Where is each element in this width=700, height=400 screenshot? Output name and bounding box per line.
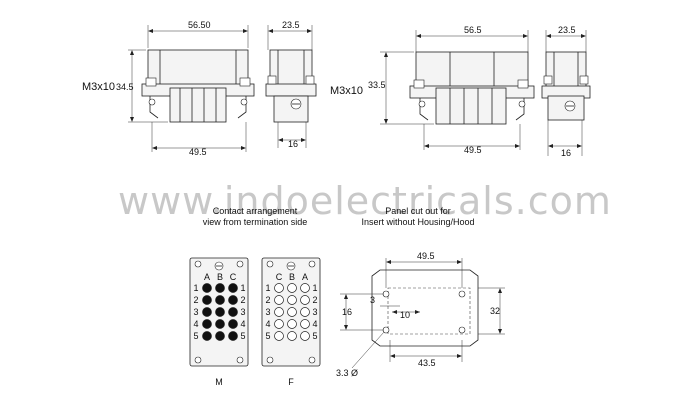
male-row-label: 2 — [193, 295, 198, 305]
male-row-label: 5 — [193, 331, 198, 341]
dim-screw: M3x10 — [82, 81, 115, 93]
male-contact — [228, 307, 238, 317]
right-front-view: 56.5 M3x10 33.5 49.5 — [330, 25, 535, 155]
female-row-label: 4 — [265, 319, 270, 329]
dim-side-depth-r: 16 — [561, 148, 571, 158]
female-contact — [300, 307, 310, 317]
male-contact — [202, 295, 212, 305]
male-col-b: B — [217, 272, 223, 282]
female-contact — [274, 319, 284, 329]
female-col-a: A — [302, 272, 308, 282]
dim-base-r: 49.5 — [464, 145, 482, 155]
female-contact — [287, 331, 297, 341]
male-row-labels: 1 1 2 2 3 3 4 4 5 5 — [193, 283, 245, 341]
female-contact — [300, 331, 310, 341]
male-contact — [202, 307, 212, 317]
female-row-label: 2 — [312, 295, 317, 305]
female-insert: C B A 1 1 2 2 3 3 4 4 5 5 — [261, 257, 321, 367]
dim-width: 56.50 — [188, 20, 211, 30]
female-row-label: 1 — [265, 283, 270, 293]
dim-width-r: 56.5 — [464, 25, 482, 35]
male-contact — [202, 331, 212, 341]
male-row-label: 5 — [240, 331, 245, 341]
male-row-label: 4 — [193, 319, 198, 329]
male-contact — [215, 283, 225, 293]
panel-hole-dim: 3.3 Ø — [336, 368, 358, 378]
panel-caption-line2: Insert without Housing/Hood — [361, 217, 474, 227]
male-col-a: A — [204, 272, 210, 282]
female-contact — [300, 319, 310, 329]
female-contact — [287, 319, 297, 329]
male-contact — [228, 295, 238, 305]
male-row-label: 1 — [240, 283, 245, 293]
female-row-label: 5 — [312, 331, 317, 341]
male-contact — [202, 283, 212, 293]
dim-screw-r: M3x10 — [330, 85, 363, 97]
panel-dim-right: 32 — [490, 306, 500, 316]
male-insert: A B C 1 1 2 2 3 3 4 4 5 5 — [189, 257, 249, 367]
male-row-label: 4 — [240, 319, 245, 329]
female-contact — [300, 283, 310, 293]
panel-dim-inner-b: 10 — [400, 310, 410, 320]
female-contact — [274, 295, 284, 305]
left-front-view: 56.50 M3x10 34.5 49.5 — [82, 20, 255, 157]
male-contact — [215, 331, 225, 341]
watermark: www.indoelectricals.com — [118, 179, 612, 223]
male-contact — [215, 319, 225, 329]
female-label: F — [288, 377, 294, 387]
dim-base: 49.5 — [189, 147, 207, 157]
male-contact — [228, 283, 238, 293]
panel-dim-left: 16 — [342, 307, 352, 317]
male-contact — [202, 319, 212, 329]
dim-side-width: 23.5 — [282, 20, 300, 30]
panel-cutout: 49.5 16 32 3 10 43.5 3.3 Ø — [336, 251, 505, 378]
female-contact — [274, 307, 284, 317]
female-row-label: 5 — [265, 331, 270, 341]
female-row-label: 4 — [312, 319, 317, 329]
female-contact — [287, 295, 297, 305]
female-pin-grid — [274, 283, 310, 341]
male-row-label: 1 — [193, 283, 198, 293]
dim-side-depth: 16 — [288, 139, 298, 149]
male-contact — [215, 295, 225, 305]
female-contact — [300, 295, 310, 305]
panel-dim-bottom: 43.5 — [418, 358, 436, 368]
contact-caption-line2: view from termination side — [203, 217, 308, 227]
left-side-view: 23.5 16 — [265, 20, 317, 149]
contact-caption-line1: Contact arrangement — [213, 206, 298, 216]
male-contact — [215, 307, 225, 317]
right-side-view: 23.5 16 — [541, 25, 591, 158]
male-row-label: 3 — [193, 307, 198, 317]
female-row-label: 3 — [265, 307, 270, 317]
female-contact — [274, 331, 284, 341]
male-col-c: C — [230, 272, 237, 282]
dim-height: 34.5 — [116, 82, 134, 92]
female-contact — [274, 283, 284, 293]
female-row-label: 3 — [312, 307, 317, 317]
dim-side-width-r: 23.5 — [558, 25, 576, 35]
panel-caption-line1: Panel cut out for — [385, 206, 451, 216]
male-row-label: 3 — [240, 307, 245, 317]
male-contact — [228, 331, 238, 341]
male-row-label: 2 — [240, 295, 245, 305]
female-row-label: 2 — [265, 295, 270, 305]
panel-dim-top: 49.5 — [417, 251, 435, 261]
male-pin-grid — [202, 283, 238, 341]
female-col-b: B — [289, 272, 295, 282]
female-contact — [287, 307, 297, 317]
female-col-c: C — [276, 272, 283, 282]
panel-dim-inner-a: 3 — [370, 295, 375, 305]
dim-height-r: 33.5 — [368, 80, 386, 90]
female-row-labels: 1 1 2 2 3 3 4 4 5 5 — [265, 283, 317, 341]
female-contact — [287, 283, 297, 293]
female-row-label: 1 — [312, 283, 317, 293]
male-contact — [228, 319, 238, 329]
male-label: M — [215, 377, 223, 387]
